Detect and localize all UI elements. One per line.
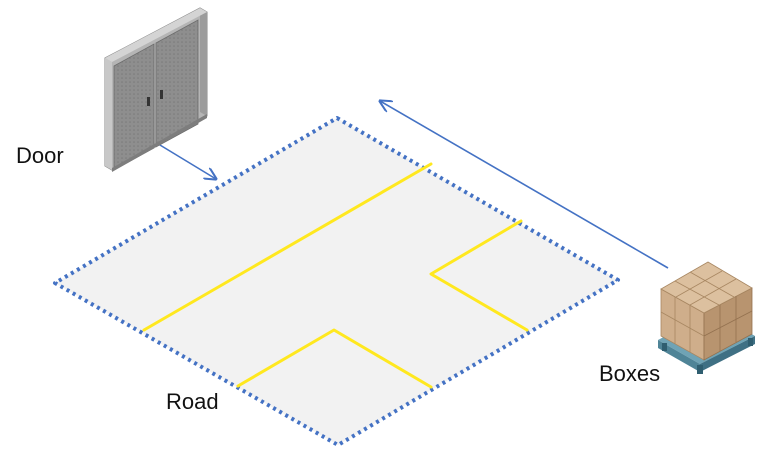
door-to-floor-arrow: [154, 141, 216, 179]
road-label: Road: [166, 389, 219, 414]
floor-area: [53, 116, 620, 447]
road-line-main: [142, 162, 433, 332]
pallet-boxes-icon: [658, 261, 755, 374]
road-line-bottom-branch: [236, 328, 433, 389]
boxes-to-floor-arrow: [380, 101, 669, 269]
road-line-right-branch: [429, 219, 529, 332]
road-lines: [142, 162, 529, 389]
double-door-icon: [104, 7, 208, 172]
door-label: Door: [16, 143, 64, 168]
boxes-label: Boxes: [599, 361, 661, 386]
